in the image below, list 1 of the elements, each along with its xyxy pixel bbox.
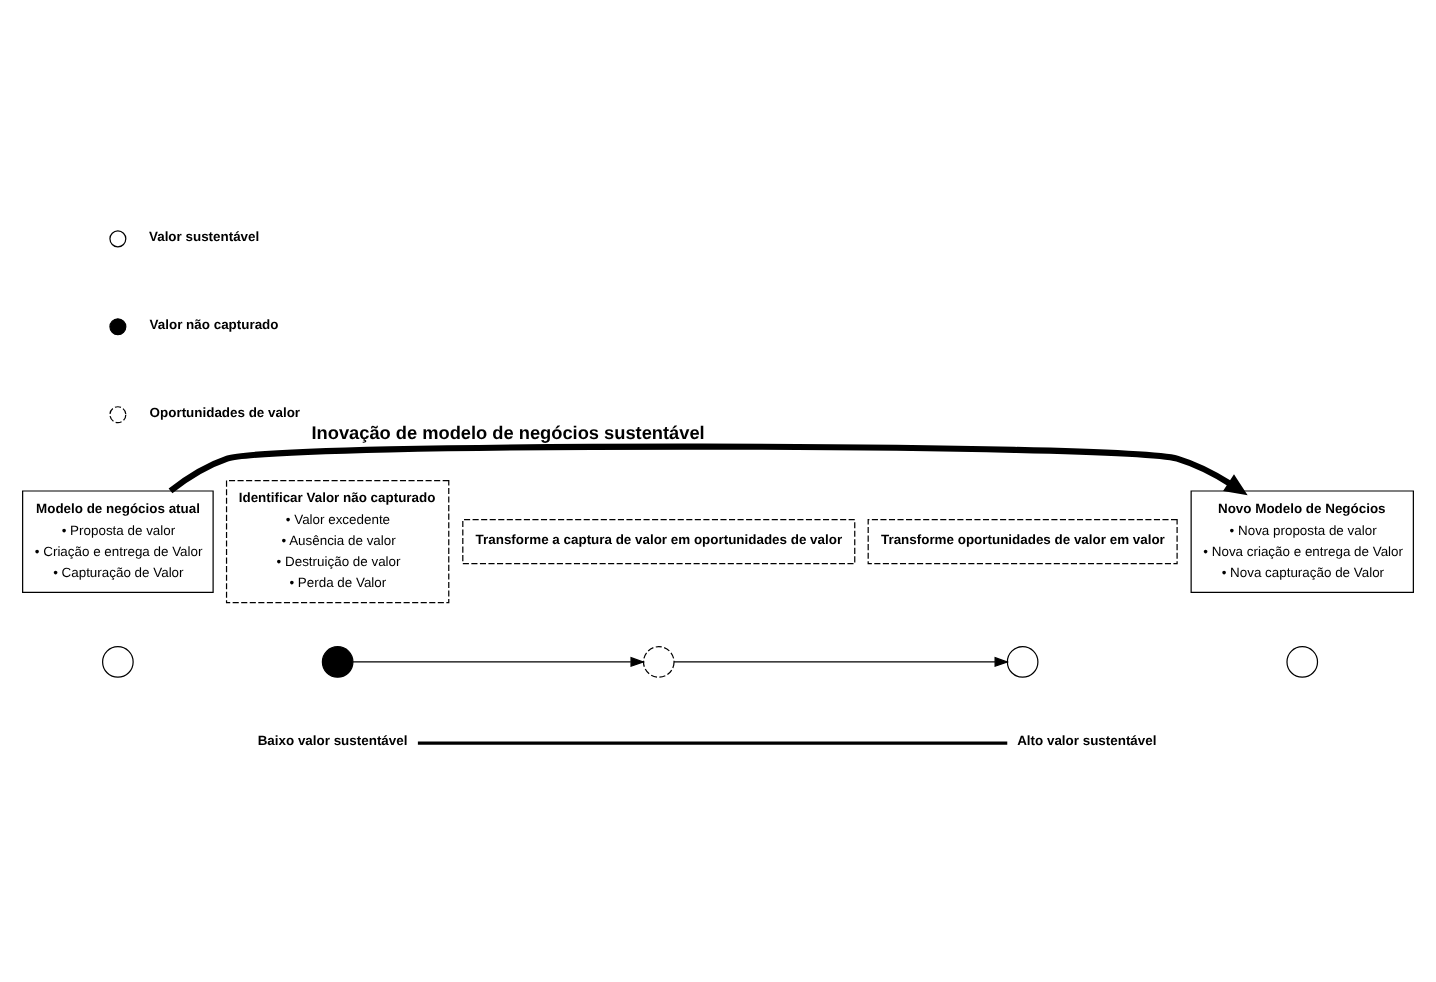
edge-label: Inovação de modelo de negócios sustentável [311,423,705,444]
